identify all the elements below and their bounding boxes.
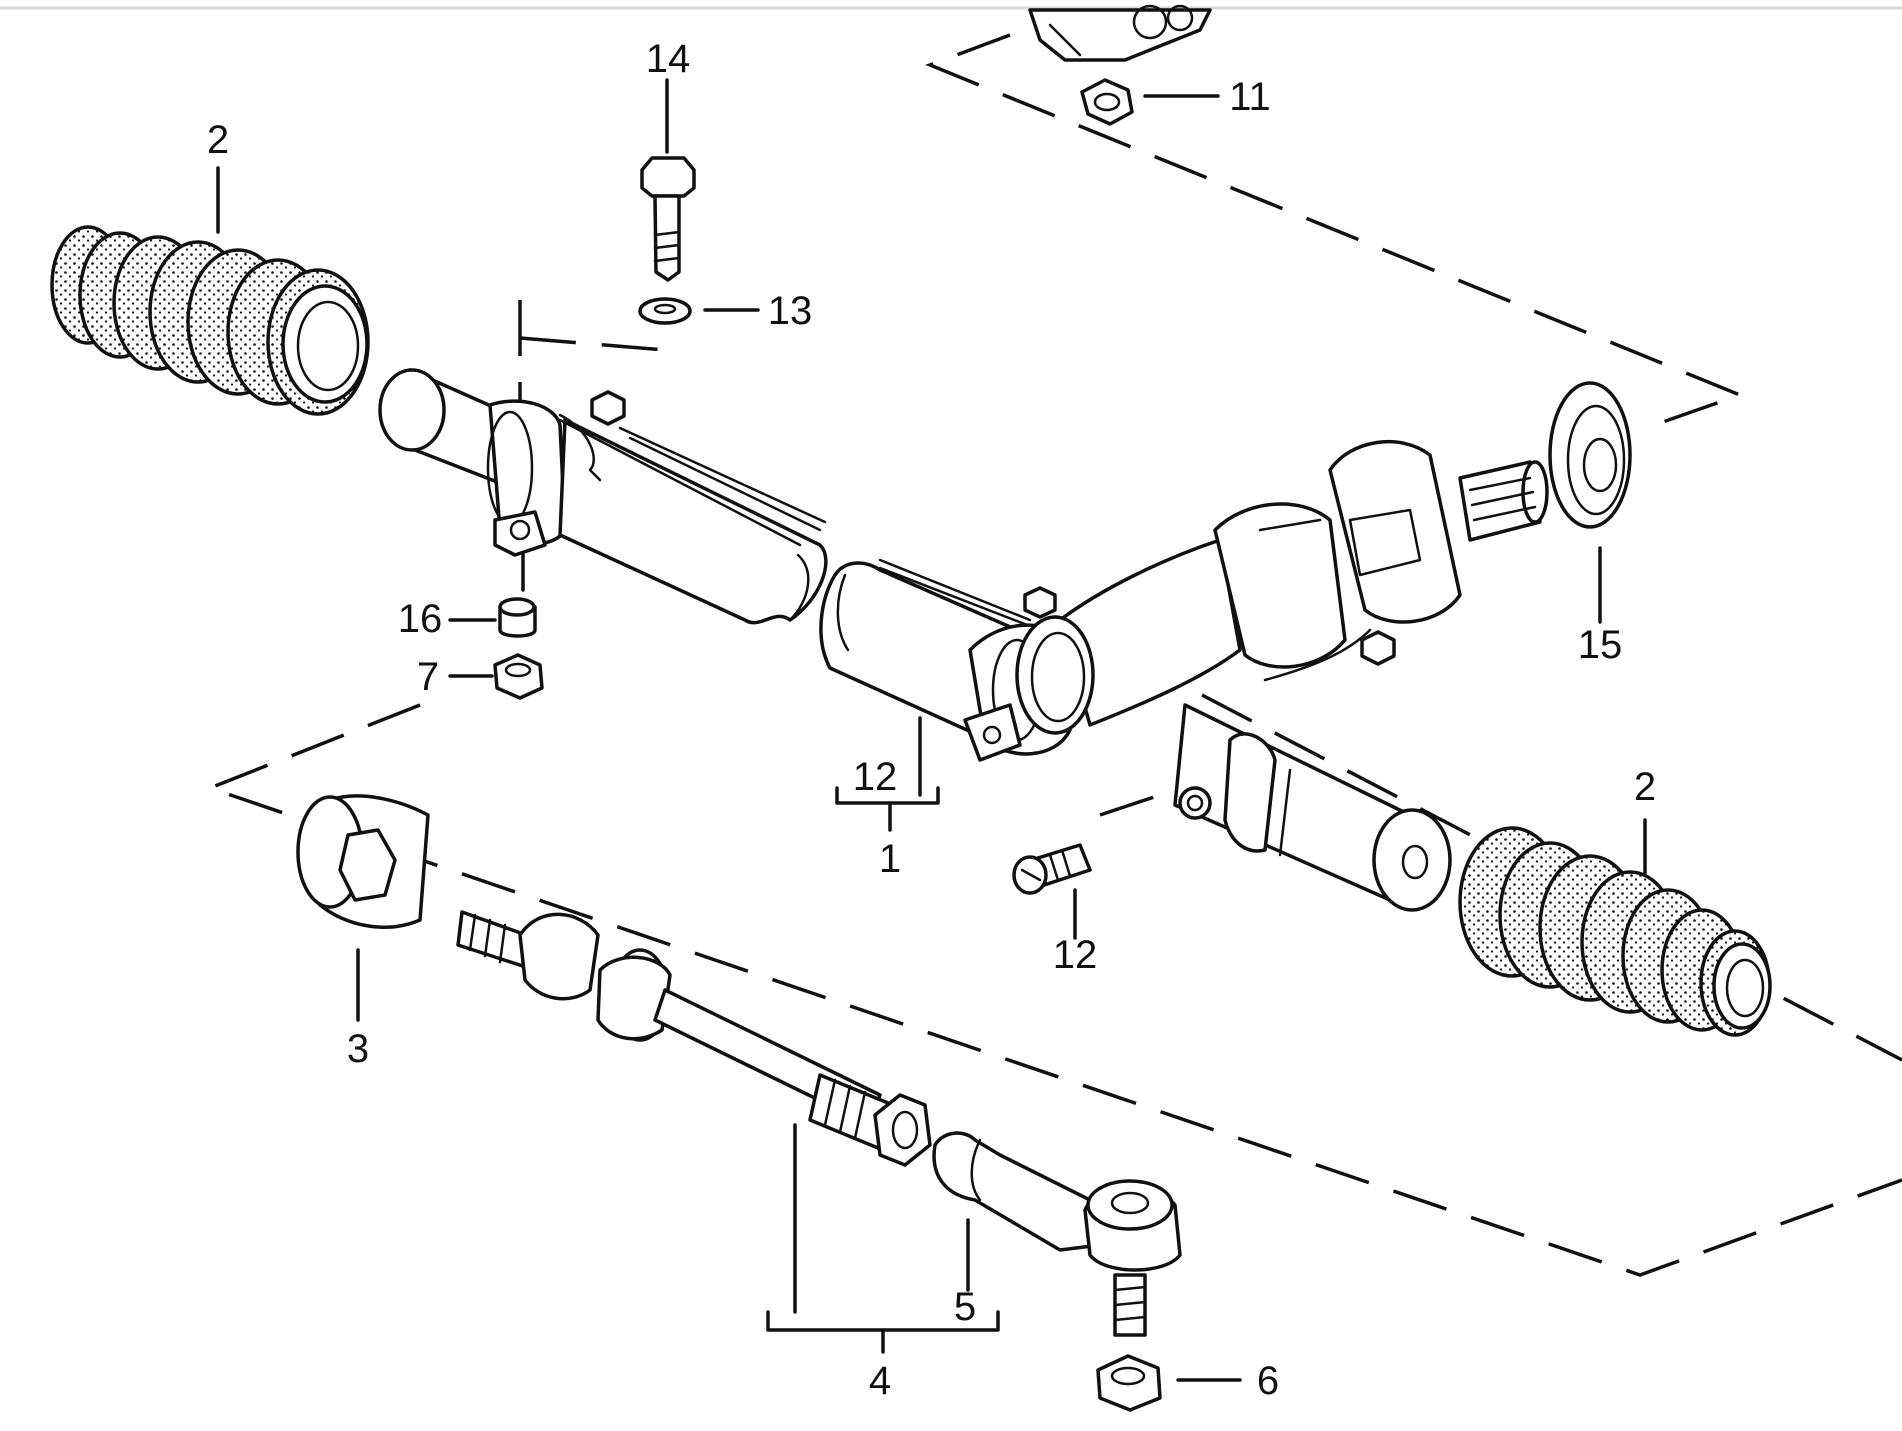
hex-nut-6 xyxy=(1096,1354,1242,1412)
label-12-lower: 12 xyxy=(1053,933,1098,977)
label-12-upper: 12 xyxy=(853,755,898,799)
label-15: 15 xyxy=(1578,623,1623,667)
label-2-right: 2 xyxy=(1634,765,1656,809)
dashed-line-right xyxy=(1201,693,1902,1062)
label-6: 6 xyxy=(1257,1359,1279,1403)
steering-gear-housing xyxy=(378,368,1549,912)
callout-labels: 2 14 13 11 15 16 7 12 1 12 2 3 5 4 6 xyxy=(207,37,1656,1403)
upper-bracket-partial xyxy=(1028,4,1212,62)
label-14: 14 xyxy=(646,37,691,81)
label-16: 16 xyxy=(398,597,443,641)
bellows-right xyxy=(1458,818,1772,1037)
bolt-14 xyxy=(640,78,696,282)
label-5: 5 xyxy=(954,1285,976,1329)
callout-12-1-bracket xyxy=(835,716,940,832)
dashed-line-lower xyxy=(204,703,1902,1277)
washer-13 xyxy=(638,297,760,325)
label-11: 11 xyxy=(1229,75,1271,119)
self-locking-nut-7 xyxy=(448,653,544,700)
dashed-line-upper xyxy=(925,33,1745,432)
seal-15 xyxy=(1548,381,1632,624)
bellows-left xyxy=(50,166,370,416)
label-13: 13 xyxy=(768,289,813,333)
lock-nut-11 xyxy=(1080,78,1220,126)
label-4: 4 xyxy=(869,1359,891,1403)
label-7: 7 xyxy=(417,655,439,699)
label-3: 3 xyxy=(347,1027,369,1071)
dashed-line-bolt xyxy=(519,336,667,358)
tie-rod-end-5 xyxy=(932,1131,1182,1337)
dashed-line-screw xyxy=(1099,788,1176,817)
tie-rod-4 xyxy=(456,910,1000,1354)
label-2-left: 2 xyxy=(207,118,229,162)
lock-ring-3 xyxy=(296,794,430,1022)
label-1: 1 xyxy=(879,837,901,881)
screw-12 xyxy=(1012,843,1092,940)
bushing-16 xyxy=(448,597,537,638)
